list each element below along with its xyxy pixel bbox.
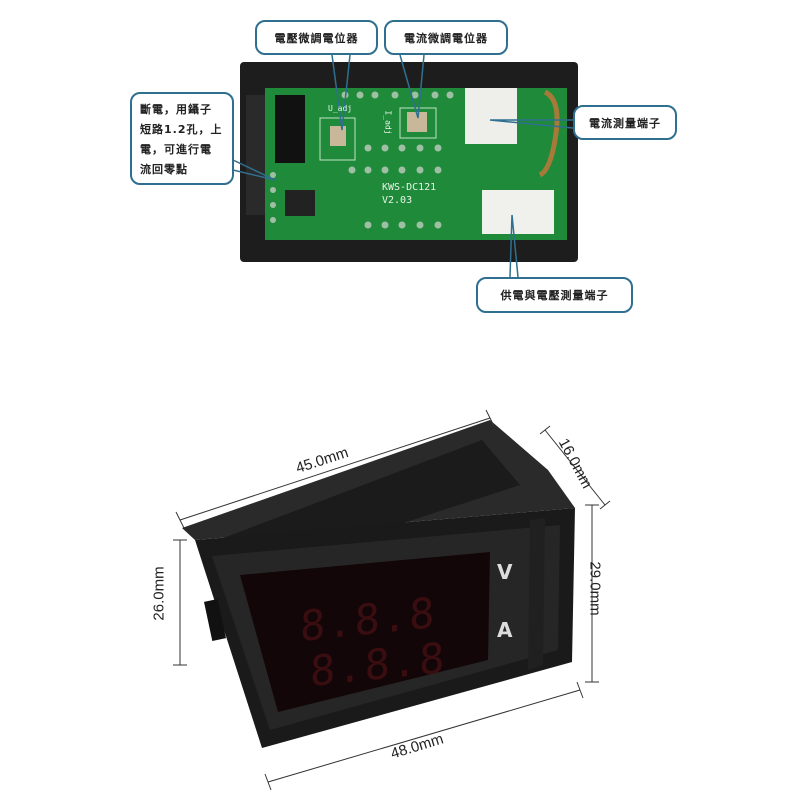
unit-a-label: A xyxy=(497,618,513,642)
unit-v-label: V xyxy=(497,560,513,584)
panel-meter xyxy=(182,420,575,748)
note-line: 斷電，用鑷子 xyxy=(140,103,212,116)
callout-current-trim-pot: 電流微調電位器 xyxy=(384,20,508,55)
callout-power-voltage-terminal: 供電與電壓測量端子 xyxy=(476,277,633,313)
dimension-body-height: 26.0mm xyxy=(150,566,168,621)
note-line: 流回零點 xyxy=(140,163,188,176)
callout-voltage-trim-pot: 電壓微調電位器 xyxy=(255,20,378,55)
callout-pointers xyxy=(232,54,574,278)
callout-current-terminal: 電流測量端子 xyxy=(573,105,677,140)
pcb-i-adj-label: I_adj xyxy=(383,110,393,135)
dimension-lines xyxy=(173,409,611,791)
note-line: 短路1.2孔，上 xyxy=(140,123,223,136)
pcb-module xyxy=(240,62,578,262)
pcb-model-label: KWS-DC121 xyxy=(382,182,437,193)
dimension-front-height: 29.0mm xyxy=(586,561,604,616)
callout-zero-reset-note: 斷電，用鑷子 短路1.2孔，上 電，可進行電 流回零點 xyxy=(130,92,234,185)
pcb-version-label: V2.03 xyxy=(382,195,413,206)
note-line: 電，可進行電 xyxy=(140,143,212,156)
pcb-u-adj-label: U_adj xyxy=(328,104,353,113)
